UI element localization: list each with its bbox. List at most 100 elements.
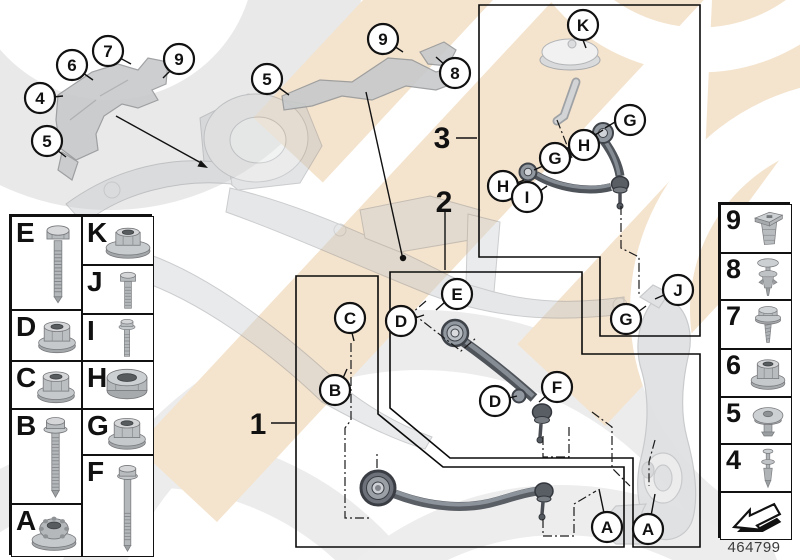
short-bolt-icon xyxy=(113,269,143,313)
callout-I: I xyxy=(510,180,544,214)
kit-item-letter: K xyxy=(87,217,108,248)
collar-nut-icon xyxy=(745,353,791,395)
svg-text:9: 9 xyxy=(174,50,183,69)
flange-nut-icon xyxy=(33,316,81,355)
kit-item-cell-B: B xyxy=(11,409,82,504)
lower-control-arm xyxy=(440,318,553,444)
callout-F: F xyxy=(540,370,574,404)
kit-item-letter: A xyxy=(16,505,37,536)
kit-item-cell-I: I xyxy=(82,314,154,361)
kit-item-cell-E: E xyxy=(11,216,82,310)
fastener-cell-4: 4 xyxy=(720,444,792,492)
kit-item-letter: G xyxy=(87,410,109,441)
sheet-metal-nut-icon xyxy=(746,401,790,441)
svg-text:G: G xyxy=(548,149,561,168)
svg-text:H: H xyxy=(497,177,509,196)
kit-item-letter: J xyxy=(87,266,103,297)
svg-text:A: A xyxy=(601,518,613,537)
fastener-number: 4 xyxy=(726,445,742,475)
callout-G: G xyxy=(613,103,647,137)
svg-text:5: 5 xyxy=(42,132,51,151)
kit-item-letter: I xyxy=(87,315,95,346)
direction-of-travel-arrow-icon xyxy=(725,497,789,537)
kit-item-cell-A: A xyxy=(11,504,82,557)
flange-nut-icon xyxy=(103,413,151,451)
strut-flange-nut-icon xyxy=(102,222,154,262)
kit-item-cell-K: K xyxy=(82,216,154,265)
heat-shield-brackets xyxy=(55,41,466,181)
callout-7: 7 xyxy=(91,34,125,68)
kit-item-cell-H: H xyxy=(82,361,154,409)
callout-5: 5 xyxy=(30,124,64,158)
svg-text:7: 7 xyxy=(103,42,112,61)
fastener-kit-table-left: E K D J C I B H A G F xyxy=(9,214,154,557)
svg-text:H: H xyxy=(578,136,590,155)
long-flange-bolt-icon xyxy=(39,414,72,501)
callout-B: B xyxy=(318,373,352,407)
callout-D: D xyxy=(478,384,512,418)
flange-nut-icon xyxy=(32,366,80,405)
kit-item-cell-F: F xyxy=(82,455,154,557)
fastener-number: 9 xyxy=(726,205,742,235)
group-label-3: 3 xyxy=(434,122,451,155)
callout-H: H xyxy=(567,128,601,162)
callout-C: C xyxy=(333,301,367,335)
callout-5: 5 xyxy=(250,62,284,96)
svg-text:4: 4 xyxy=(35,89,45,108)
callout-A: A xyxy=(590,510,624,544)
upper-control-arm xyxy=(518,122,630,210)
fastener-cell-8: 8 xyxy=(720,253,792,300)
callout-G: G xyxy=(609,302,643,336)
svg-text:9: 9 xyxy=(378,30,387,49)
kit-item-letter: F xyxy=(87,456,105,487)
fastener-table-right: 9 8 7 6 5 4 xyxy=(718,202,792,540)
washer-screw-icon xyxy=(747,303,789,348)
mount-link xyxy=(552,77,581,126)
kit-item-cell-J: J xyxy=(82,265,154,314)
callout-K: K xyxy=(566,8,600,42)
svg-text:A: A xyxy=(642,520,654,539)
kit-item-letter: B xyxy=(16,410,37,441)
group-label-2: 2 xyxy=(436,186,453,219)
kit-item-letter: E xyxy=(16,217,35,248)
svg-text:G: G xyxy=(623,111,636,130)
fastener-number: 6 xyxy=(726,350,742,380)
callout-A: A xyxy=(631,512,665,546)
fastener-cell-9: 9 xyxy=(720,204,792,253)
svg-text:I: I xyxy=(525,188,530,207)
svg-text:F: F xyxy=(552,378,562,397)
blind-rivet-icon xyxy=(753,447,783,491)
kit-item-letter: D xyxy=(16,311,37,342)
svg-text:8: 8 xyxy=(450,64,459,83)
callout-E: E xyxy=(440,277,474,311)
fastener-cell-5: 5 xyxy=(720,397,792,444)
svg-text:E: E xyxy=(451,285,462,304)
leader-dot xyxy=(399,254,407,262)
fastener-number: 7 xyxy=(726,301,742,331)
callout-9: 9 xyxy=(162,42,196,76)
fastener-number: 8 xyxy=(726,254,742,284)
svg-text:B: B xyxy=(329,381,341,400)
panel-2-wishbone xyxy=(389,271,701,548)
callout-8: 8 xyxy=(438,56,472,90)
callout-9: 9 xyxy=(366,22,400,56)
svg-text:5: 5 xyxy=(262,70,271,89)
hex-nut-icon xyxy=(101,366,153,403)
expanding-nut-icon xyxy=(747,208,789,251)
kit-item-letter: H xyxy=(87,362,108,393)
callout-J: J xyxy=(661,273,695,307)
leader-arrowhead xyxy=(197,160,208,168)
svg-text:D: D xyxy=(395,312,407,331)
callout-D: D xyxy=(384,304,418,338)
fastener-cell-6: 6 xyxy=(720,349,792,397)
strut-mount-cap xyxy=(539,38,601,71)
panel-3-upper-control-arm xyxy=(478,4,701,337)
kit-item-cell-D: D xyxy=(11,310,82,361)
kit-item-letter: C xyxy=(16,362,37,393)
fastener-number: 5 xyxy=(726,398,742,428)
group-label-1: 1 xyxy=(250,408,267,441)
svg-text:D: D xyxy=(489,392,501,411)
kit-item-cell-G: G xyxy=(82,409,154,455)
svg-text:K: K xyxy=(577,16,590,35)
